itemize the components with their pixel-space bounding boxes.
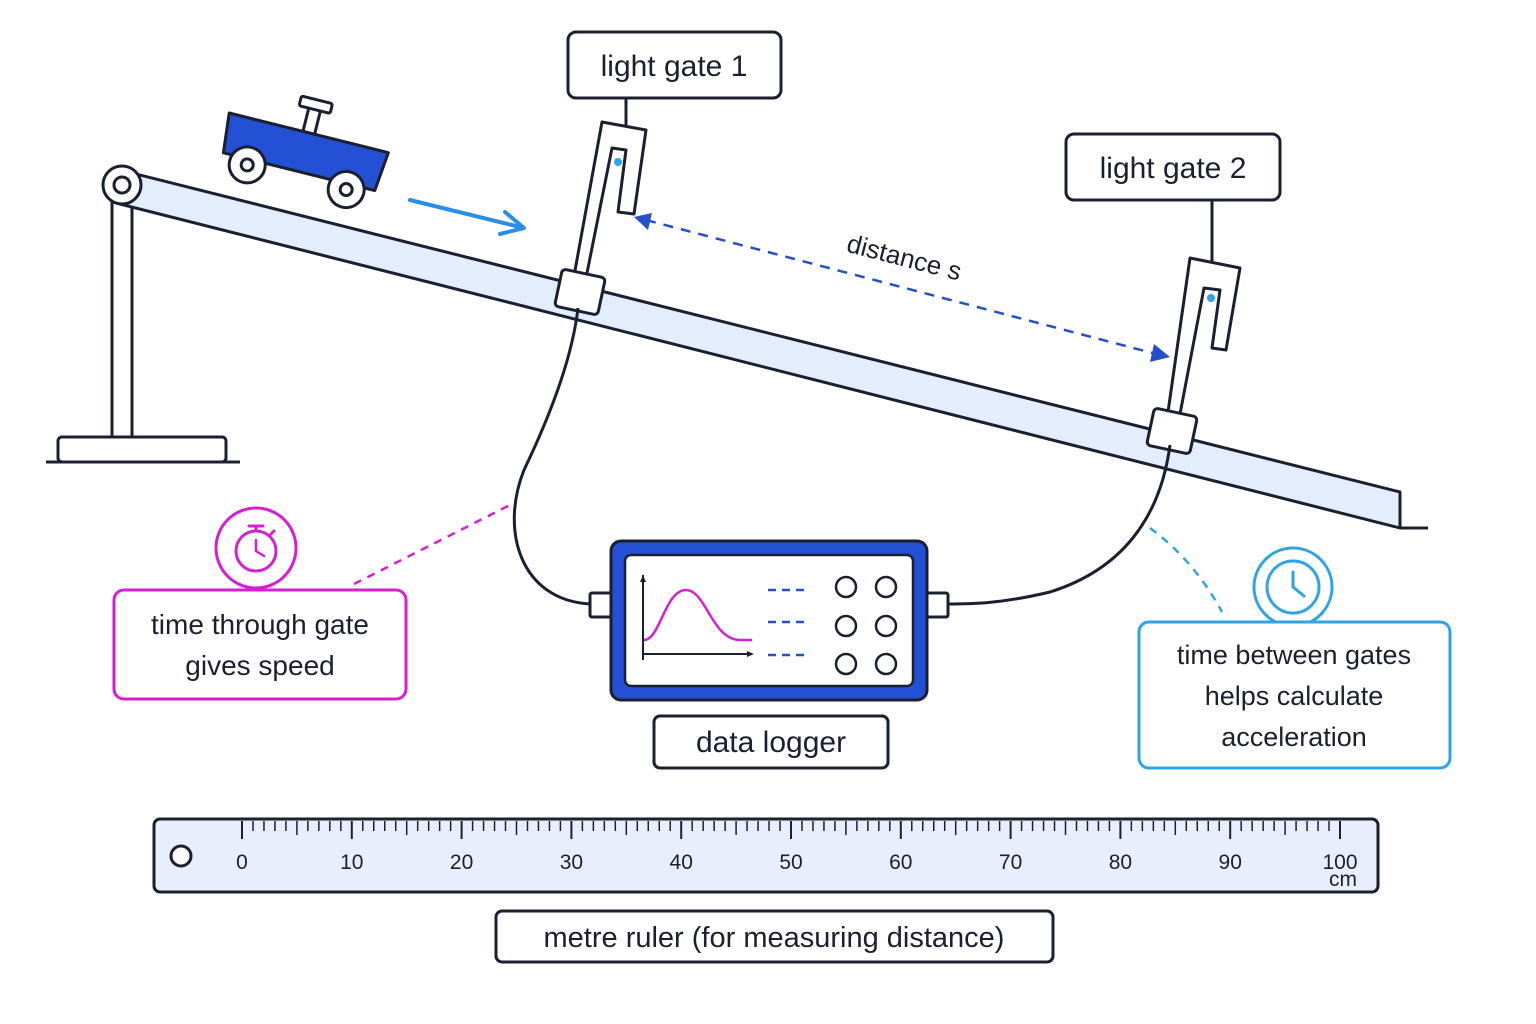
ruler-number: 40	[670, 851, 693, 874]
ruler-caption: metre ruler (for measuring distance)	[544, 922, 1005, 954]
metre-ruler: 0 10 20 30 40 50 60 70 80 90 100 cm	[152, 817, 1380, 894]
ruler-number: 90	[1219, 851, 1242, 874]
pulley-icon	[101, 164, 143, 206]
data-logger	[588, 539, 950, 702]
motion-arrow	[408, 198, 526, 236]
acceleration-callout-line-2: helps calculate	[1205, 681, 1384, 711]
ruler-number: 0	[236, 851, 248, 874]
ruler-number: 20	[450, 851, 473, 874]
ruler-ticks	[241, 821, 1341, 839]
graph-icon	[640, 575, 754, 660]
retort-stand	[46, 194, 240, 464]
cables	[512, 307, 1172, 606]
ruler-number: 10	[340, 851, 363, 874]
ruler-caption-box: metre ruler (for measuring distance)	[494, 909, 1055, 964]
data-logger-label-box: data logger	[652, 714, 890, 770]
trolley-icon	[221, 94, 390, 210]
ruler-number: 60	[889, 851, 912, 874]
acceleration-callout-line-1: time between gates	[1177, 640, 1411, 670]
gate-1-label-box: light gate 1	[566, 30, 783, 100]
stopwatch-icon	[214, 506, 298, 590]
ruler-numbers: 0 10 20 30 40 50 60 70 80 90 100	[236, 851, 1357, 874]
acceleration-callout-line-3: acceleration	[1221, 722, 1367, 752]
speed-callout-line-2: gives speed	[185, 650, 334, 681]
gate-2-label-box: light gate 2	[1064, 132, 1282, 202]
light-gate-1	[553, 97, 648, 316]
gate-2-label: light gate 2	[1100, 152, 1247, 185]
speed-callout: time through gate gives speed	[112, 502, 513, 701]
ruler-number: 30	[560, 851, 583, 874]
acceleration-callout: time between gates helps calculate accel…	[1137, 526, 1452, 770]
gate-1-label: light gate 1	[601, 50, 748, 83]
ruler-number: 50	[779, 851, 802, 874]
data-logger-label: data logger	[696, 726, 846, 759]
ruler-number: 70	[999, 851, 1022, 874]
ramp	[118, 168, 1428, 530]
clock-icon	[1252, 546, 1334, 628]
light-gate-2	[1145, 200, 1242, 455]
ruler-unit-label: cm	[1329, 868, 1357, 891]
logger-buttons	[834, 575, 898, 676]
speed-callout-line-1: time through gate	[151, 609, 369, 640]
ruler-number: 80	[1109, 851, 1132, 874]
ruler-number: 100	[1322, 851, 1357, 874]
